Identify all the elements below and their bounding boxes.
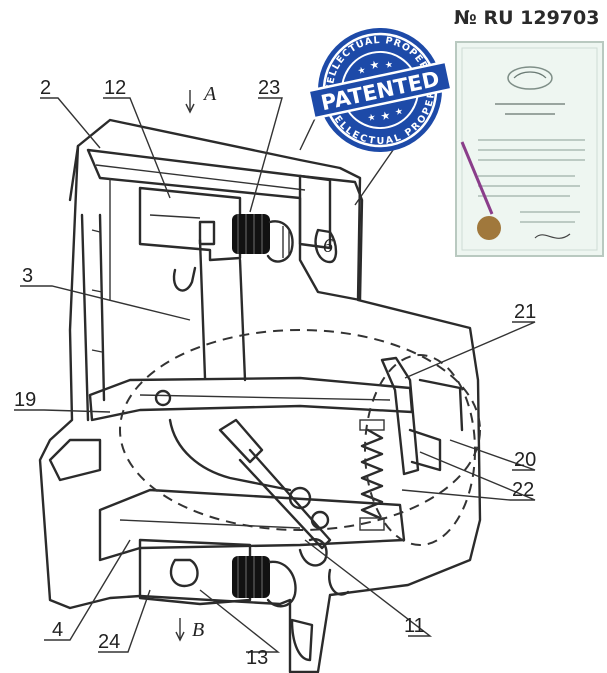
svg-text:★: ★ <box>384 60 394 71</box>
svg-text:★: ★ <box>394 107 404 118</box>
callout-4: 4 <box>52 619 63 641</box>
svg-text:★: ★ <box>367 113 377 124</box>
patent-certificate <box>455 41 604 257</box>
callout-12: 12 <box>104 77 126 99</box>
certificate-seal-icon <box>477 216 501 240</box>
dashed-arc-right <box>364 354 476 546</box>
view-arrow-b-label: B <box>192 619 204 641</box>
callout-11: 11 <box>404 615 425 637</box>
breaker-housing <box>38 118 482 673</box>
callout-20: 20 <box>514 449 536 471</box>
callout-23: 23 <box>258 77 280 99</box>
callout-21: 21 <box>514 301 536 323</box>
svg-text:★: ★ <box>379 109 391 124</box>
dashed-arc-top <box>119 329 481 531</box>
callout-3: 3 <box>22 265 33 287</box>
svg-text:★: ★ <box>357 66 367 77</box>
patent-number: № RU 129703 <box>454 7 599 29</box>
svg-text:★: ★ <box>368 58 380 73</box>
spring <box>359 419 385 531</box>
callout-13: 13 <box>246 647 268 669</box>
callout-19: 19 <box>14 389 36 411</box>
callout-24: 24 <box>98 631 120 653</box>
lower-coil <box>232 556 297 608</box>
callout-22: 22 <box>512 479 534 501</box>
upper-coil <box>232 214 294 263</box>
callout-labels: 2 12 A 23 6 3 21 19 20 22 4 24 B 13 11 <box>14 77 536 669</box>
patented-stamp-icon: INTELLECTUAL PROPERTY INTELLECTUAL PROPE… <box>307 25 453 158</box>
callout-2: 2 <box>40 77 51 99</box>
view-arrow-a-label: A <box>202 83 217 105</box>
callout-6: 6 <box>323 235 333 257</box>
